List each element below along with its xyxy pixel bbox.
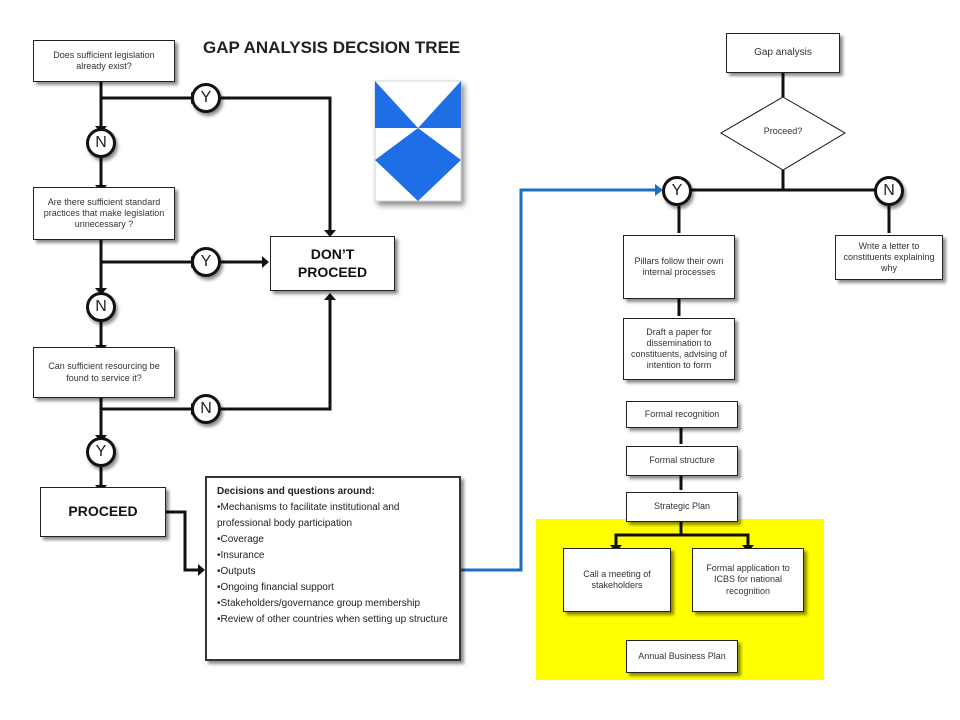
- no-node-2: N: [86, 292, 116, 322]
- write-letter-box: Write a letter to constituents explainin…: [835, 235, 943, 280]
- decisions-list: Mechanisms to facilitate institutional a…: [217, 500, 449, 628]
- gap-analysis-box: Gap analysis: [726, 33, 840, 73]
- formal-application-box: Formal application to ICBS for national …: [692, 548, 804, 612]
- resourcing-question: Can sufficient resourcing be found to se…: [33, 347, 175, 398]
- yes-node-2: Y: [191, 247, 221, 277]
- decision-item: Outputs: [217, 564, 449, 580]
- legislation-question: Does sufficient legislation already exis…: [33, 40, 175, 82]
- no-node-1: N: [86, 128, 116, 158]
- decisions-heading: Decisions and questions around:: [217, 486, 375, 497]
- shield-logo-icon: [374, 80, 462, 202]
- decision-item: Insurance: [217, 548, 449, 564]
- pillars-box: Pillars follow their own internal proces…: [623, 235, 735, 299]
- call-meeting-box: Call a meeting of stakeholders: [563, 548, 671, 612]
- draft-paper-box: Draft a paper for dissemination to const…: [623, 318, 735, 380]
- annual-plan-box: Annual Business Plan: [626, 640, 738, 673]
- proceed-question-label: Proceed?: [763, 126, 803, 136]
- decision-item: Stakeholders/governance group membership: [217, 596, 449, 612]
- yes-node-3: Y: [86, 437, 116, 467]
- decision-item: Coverage: [217, 532, 449, 548]
- right-yes-node: Y: [662, 176, 692, 206]
- right-no-node: N: [874, 176, 904, 206]
- formal-recognition-box: Formal recognition: [626, 401, 738, 428]
- strategic-plan-box: Strategic Plan: [626, 492, 738, 522]
- proceed-diamond: [720, 96, 846, 171]
- no-node-3: N: [191, 394, 221, 424]
- decisions-panel: Decisions and questions around: Mechanis…: [205, 476, 461, 661]
- standard-practices-question: Are there sufficient standard practices …: [33, 187, 175, 240]
- decision-item: Mechanisms to facilitate institutional a…: [217, 500, 449, 532]
- decision-item: Review of other countries when setting u…: [217, 612, 449, 628]
- yes-node-1: Y: [191, 83, 221, 113]
- decision-item: Ongoing financial support: [217, 580, 449, 596]
- proceed-box: PROCEED: [40, 487, 166, 537]
- page-title: GAP ANALYSIS DECSION TREE: [203, 38, 461, 57]
- formal-structure-box: Formal structure: [626, 446, 738, 476]
- dont-proceed-box: DON’T PROCEED: [270, 236, 395, 291]
